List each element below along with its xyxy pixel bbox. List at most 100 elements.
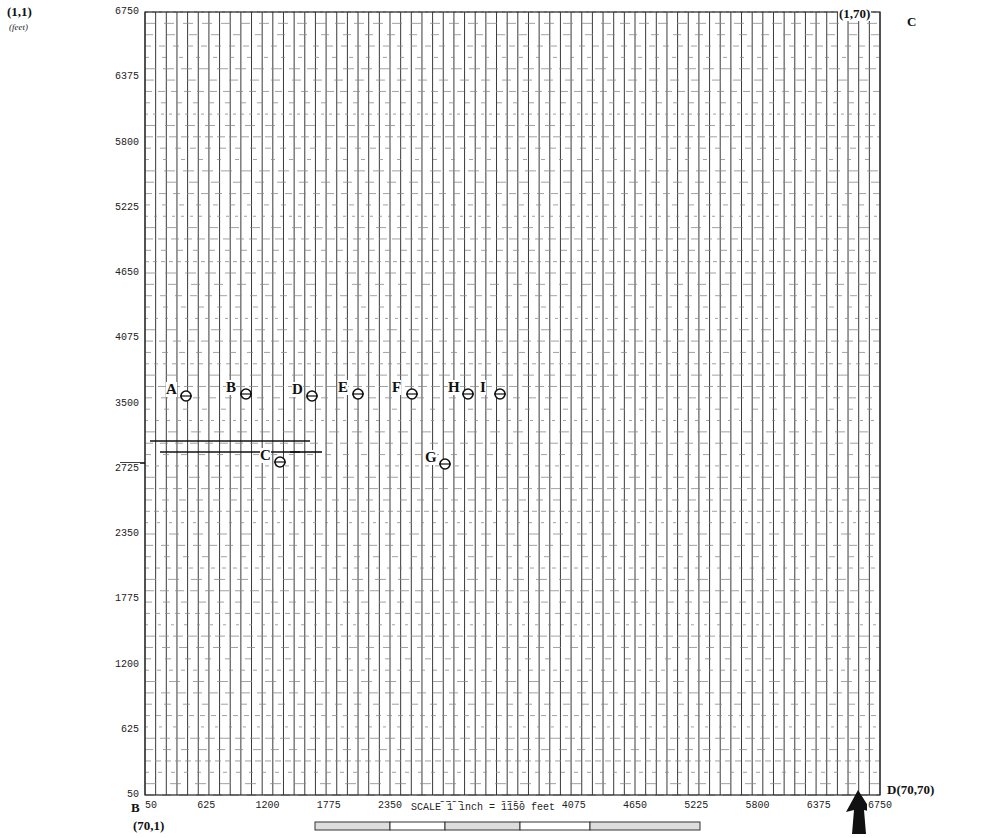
grid-line (421, 12, 422, 795)
grid-line (145, 602, 880, 603)
grid-line (145, 216, 880, 217)
station-symbol (307, 391, 317, 401)
grid-line (145, 590, 880, 591)
grid-line (379, 12, 380, 795)
grid-line (283, 12, 284, 795)
grid-line (837, 12, 838, 795)
grid-line (219, 12, 220, 795)
grid-line (145, 23, 880, 24)
grid-line (145, 170, 880, 171)
grid-line (145, 295, 880, 296)
axis-tick-label: 6750 (867, 800, 893, 812)
grid-line (816, 12, 817, 795)
grid-verticals (145, 12, 880, 795)
grid-line (145, 409, 880, 410)
grid-line (145, 34, 880, 35)
grid-line (145, 80, 880, 81)
grid-line (453, 12, 454, 795)
axis-tick-label: 625 (196, 800, 216, 812)
station-letter: D (292, 382, 303, 397)
grid-line (187, 12, 188, 795)
grid-line (145, 579, 880, 580)
grid-line (347, 12, 348, 795)
grid-line (485, 12, 486, 795)
grid-line (539, 12, 540, 795)
grid-line (145, 91, 880, 92)
grid-line (858, 12, 859, 795)
grid-line (145, 227, 880, 228)
grid-line (698, 12, 699, 795)
grid-line (145, 624, 880, 625)
grid-line (145, 261, 880, 262)
station-symbol (495, 389, 505, 399)
grid-line (208, 12, 209, 795)
grid-line (145, 647, 880, 648)
grid-line (624, 12, 625, 795)
station-letter: G (425, 450, 437, 465)
traverse-line (160, 451, 300, 453)
station-tick (306, 395, 318, 396)
grid-line (784, 12, 785, 795)
grid-line (145, 375, 880, 376)
grid-line (666, 12, 667, 795)
grid-line (145, 193, 880, 194)
grid-line (464, 12, 465, 795)
grid-line (741, 12, 742, 795)
grid-line (336, 12, 337, 795)
grid-line (145, 352, 880, 353)
grid-line (432, 12, 433, 795)
grid-line (145, 465, 880, 466)
grid-line (272, 12, 273, 795)
grid-line (528, 12, 529, 795)
corner-label: B (130, 800, 141, 815)
grid-line (145, 431, 880, 432)
grid-line (145, 613, 880, 614)
grid-line (869, 12, 870, 795)
axis-tick-label: 1775 (316, 800, 342, 812)
grid-line (145, 159, 880, 160)
grid-line (145, 454, 880, 455)
grid-line (145, 692, 880, 693)
grid-line (390, 12, 391, 795)
grid-line (145, 534, 880, 535)
grid-line (145, 522, 880, 523)
grid-line (145, 443, 880, 444)
station-tick (439, 463, 451, 464)
grid-line (304, 12, 305, 795)
axis-tick-label: 6750 (114, 6, 140, 18)
grid-line (773, 12, 774, 795)
station-tick (406, 393, 418, 394)
grid-line (145, 704, 880, 705)
station-tick (274, 461, 286, 462)
axis-tick-label: 1200 (254, 800, 280, 812)
axis-tick-label: 2725 (114, 463, 140, 475)
grid-line (145, 749, 880, 750)
grid-line (848, 12, 849, 795)
axis-tick-label: 6375 (806, 800, 832, 812)
grid-line (145, 182, 880, 183)
axis-tick-label: 1200 (114, 659, 140, 671)
axis-tick-label: 5225 (114, 202, 140, 214)
grid-line (251, 12, 252, 795)
grid-line (549, 12, 550, 795)
scale-segment (445, 822, 520, 830)
grid-line (794, 12, 795, 795)
grid-line (145, 250, 880, 251)
axis-tick-label: 5800 (744, 800, 770, 812)
scale-segment (315, 822, 390, 830)
grid-line (145, 556, 880, 557)
grid-border (145, 12, 880, 795)
grid-horizontals (145, 12, 880, 795)
scale-segment (590, 822, 700, 830)
scale-segment (390, 822, 445, 830)
axis-tick-label: 5800 (114, 137, 140, 149)
traverse-line (290, 451, 322, 453)
station-symbol (440, 459, 450, 469)
grid-line (571, 12, 572, 795)
grid-line (645, 12, 646, 795)
station-letter: E (338, 380, 348, 395)
grid-line (145, 477, 880, 478)
scale-note: SCALE 1 inch = 1150 feet (410, 802, 556, 814)
grid-line (145, 329, 880, 330)
grid-line (517, 12, 518, 795)
